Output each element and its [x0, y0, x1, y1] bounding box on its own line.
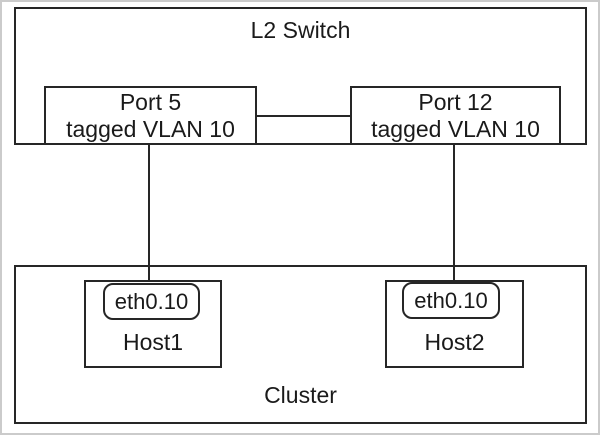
cluster-box: Cluster: [14, 265, 587, 424]
host1-interface-label: eth0.10: [114, 288, 189, 314]
port12-host2-link-line: [453, 143, 455, 284]
host2-interface-badge: eth0.10: [402, 282, 500, 319]
host2-label: Host2: [424, 329, 485, 355]
port-12-box: Port 12 tagged VLAN 10: [350, 86, 561, 145]
port-12-vlan-label: tagged VLAN 10: [371, 115, 540, 142]
l2-switch-label: L2 Switch: [250, 17, 351, 43]
port-5-box: Port 5 tagged VLAN 10: [44, 86, 257, 145]
port-12-name: Port 12: [418, 88, 493, 115]
host2-interface-label: eth0.10: [414, 287, 488, 313]
host1-interface-badge: eth0.10: [103, 283, 200, 320]
port5-host1-link-line: [148, 143, 150, 285]
l2-switch-box: L2 Switch: [14, 7, 587, 145]
host1-label: Host1: [122, 329, 184, 355]
inter-port-link-line: [257, 115, 350, 117]
cluster-label: Cluster: [264, 382, 337, 408]
port-5-name: Port 5: [119, 88, 182, 115]
port-5-vlan-label: tagged VLAN 10: [66, 115, 235, 142]
